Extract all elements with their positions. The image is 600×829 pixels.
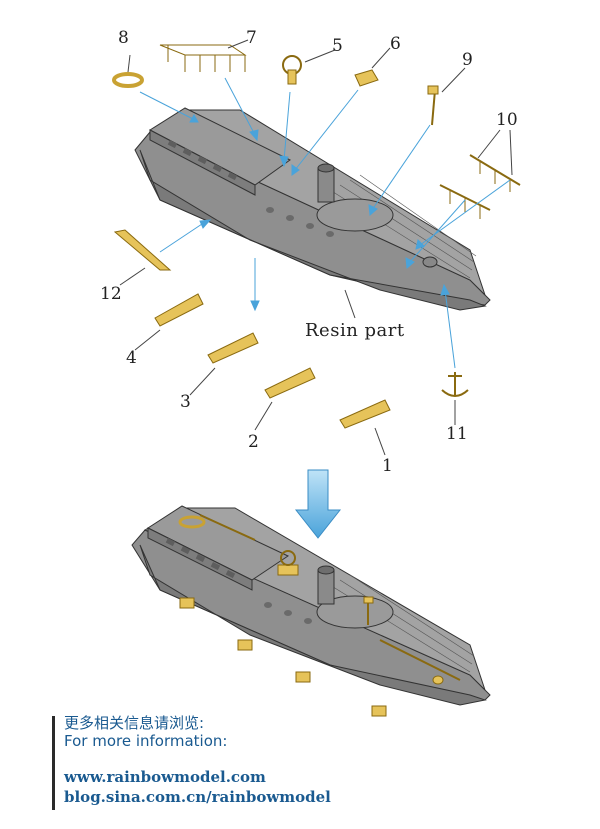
down-arrow-icon <box>294 469 342 539</box>
pe-parts-top <box>112 44 521 429</box>
part-2-cradle <box>264 367 316 399</box>
part-label-5: 5 <box>332 36 343 56</box>
footer-cn-title: 更多相关信息请浏览: <box>64 714 205 732</box>
part-label-11: 11 <box>446 424 468 444</box>
placement-arrows <box>139 77 511 369</box>
part-3-cradle <box>207 332 259 364</box>
part-10-railing-b <box>439 184 491 211</box>
part-label-7: 7 <box>246 28 257 48</box>
bottom-ship-assembled <box>131 505 491 717</box>
part-12-davit <box>113 229 172 271</box>
footer-en-title: For more information: <box>64 732 228 750</box>
part-label-8: 8 <box>118 28 129 48</box>
top-ship-resin-part <box>134 107 491 311</box>
footer-info: 更多相关信息请浏览: For more information: www.rai… <box>52 712 472 812</box>
resin-part-label: Resin part <box>305 320 405 341</box>
part-11-anchor <box>441 372 469 397</box>
part-label-10: 10 <box>496 110 518 130</box>
part-label-4: 4 <box>126 348 137 368</box>
part-label-1: 1 <box>382 456 393 476</box>
part-7-stanchions <box>167 45 246 72</box>
part-label-2: 2 <box>248 432 259 452</box>
part-label-6: 6 <box>390 34 401 54</box>
part-label-9: 9 <box>462 50 473 70</box>
website-link[interactable]: www.rainbowmodel.com <box>64 768 266 786</box>
part-9-mast <box>431 89 436 126</box>
part-4-cradle <box>154 293 204 327</box>
blog-link[interactable]: blog.sina.com.cn/rainbowmodel <box>64 788 331 806</box>
part-8-lifebuoy <box>112 72 144 88</box>
part-1-cradle <box>339 399 391 429</box>
leader-lines <box>119 39 513 456</box>
part-label-12: 12 <box>100 284 122 304</box>
part-6-bracket <box>354 69 379 87</box>
part-label-3: 3 <box>180 392 191 412</box>
footer-divider <box>52 716 55 810</box>
